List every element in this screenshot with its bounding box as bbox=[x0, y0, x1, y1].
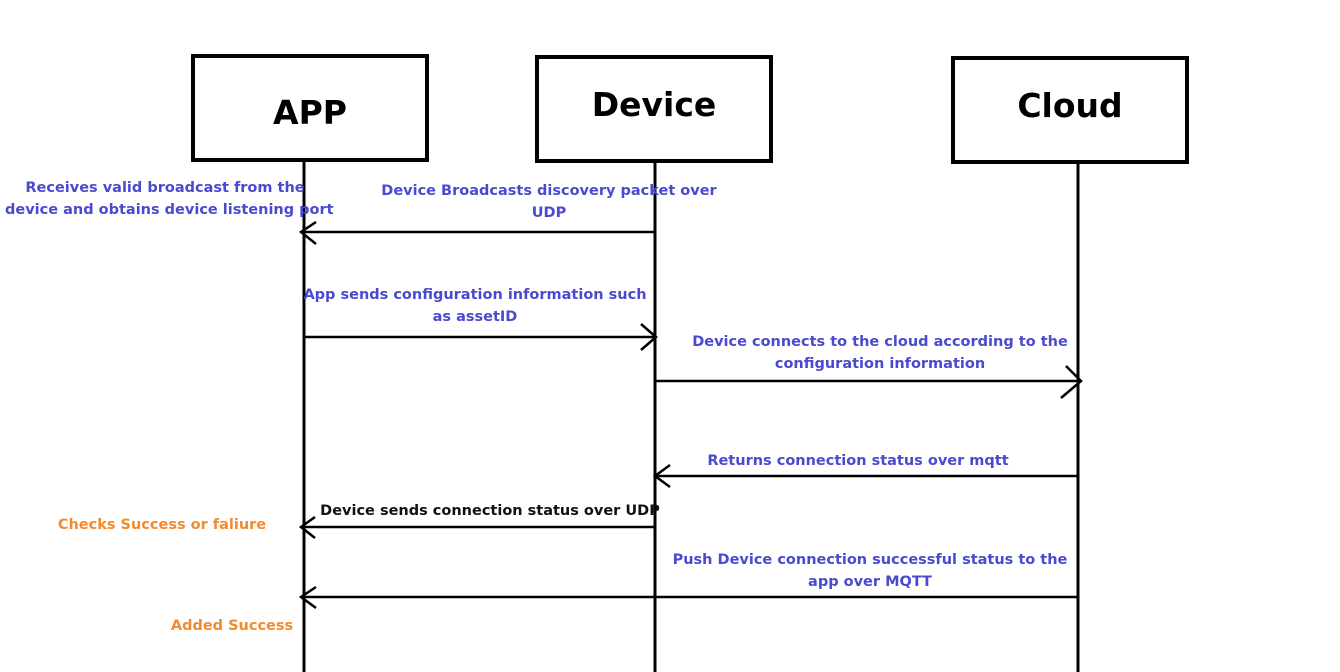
note-checks-status: Checks Success or faliure bbox=[12, 514, 312, 536]
note-line: Receives valid broadcast from the bbox=[25, 180, 305, 196]
message-arrow-mqtt-status bbox=[652, 463, 1078, 489]
actor-app: APP bbox=[191, 54, 429, 162]
arrowhead-icon bbox=[652, 463, 671, 489]
arrowhead-icon bbox=[298, 585, 317, 610]
actor-device: Device bbox=[535, 55, 773, 163]
message-label-line: Push Device connection successful status… bbox=[672, 552, 1068, 568]
note-line: Added Success bbox=[170, 618, 294, 634]
message-arrow-push-status bbox=[298, 585, 1078, 610]
arrowhead-icon bbox=[298, 220, 317, 245]
message-label-broadcast: Device Broadcasts discovery packet over … bbox=[349, 180, 749, 224]
message-label-line: Returns connection status over mqtt bbox=[707, 453, 1009, 469]
message-label-line: Device sends connection status over UDP bbox=[320, 503, 660, 519]
message-label-line: App sends configuration information such bbox=[303, 287, 647, 303]
actor-cloud-label: Cloud bbox=[1017, 85, 1123, 125]
message-label-line: configuration information bbox=[774, 356, 986, 372]
note-receives-broadcast: Receives valid broadcast from the device… bbox=[5, 177, 334, 221]
message-label-line: app over MQTT bbox=[808, 574, 932, 590]
note-line: Checks Success or faliure bbox=[57, 517, 267, 533]
message-label-config: App sends configuration information such… bbox=[275, 284, 675, 328]
note-added-success: Added Success bbox=[82, 615, 382, 637]
arrowhead-icon bbox=[298, 515, 316, 539]
message-label-connect-cloud: Device connects to the cloud according t… bbox=[680, 331, 1080, 375]
message-label-push-status: Push Device connection successful status… bbox=[670, 549, 1070, 593]
message-label-line: as assetID bbox=[432, 309, 518, 325]
message-label-line: UDP bbox=[531, 205, 567, 221]
arrowhead-icon bbox=[640, 323, 658, 351]
message-arrow-udp-status bbox=[298, 515, 655, 539]
note-line: device and obtains device listening port bbox=[5, 202, 334, 218]
message-arrow-connect-cloud bbox=[655, 365, 1083, 399]
actor-app-label: APP bbox=[273, 92, 347, 132]
message-label-line: Device Broadcasts discovery packet over bbox=[381, 183, 717, 199]
arrowhead-icon bbox=[1060, 365, 1083, 399]
actor-cloud: Cloud bbox=[951, 56, 1189, 164]
actor-device-label: Device bbox=[591, 84, 717, 124]
message-label-mqtt-status: Returns connection status over mqtt bbox=[658, 450, 1058, 472]
message-label-udp-status: Device sends connection status over UDP bbox=[290, 500, 690, 522]
message-arrow-broadcast bbox=[298, 220, 655, 245]
message-arrow-config bbox=[304, 323, 658, 351]
message-label-line: Device connects to the cloud according t… bbox=[692, 334, 1068, 350]
